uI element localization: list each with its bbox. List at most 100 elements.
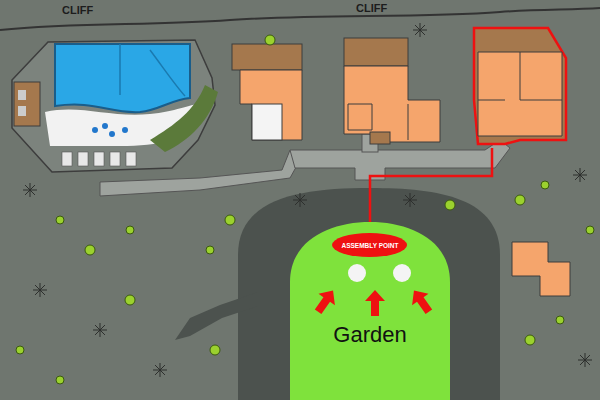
drawing-part xyxy=(580,170,585,175)
pool-deck xyxy=(12,40,215,172)
bush xyxy=(586,226,594,234)
drawing-part xyxy=(40,285,45,290)
drawing-part xyxy=(30,190,35,195)
node-text: Garden xyxy=(333,322,406,348)
palm-tree xyxy=(578,353,592,367)
drawing-part xyxy=(410,195,415,200)
palm-tree xyxy=(403,193,417,207)
tree-marker xyxy=(348,264,366,282)
drawing-part xyxy=(420,25,425,30)
drawing-part xyxy=(580,360,585,365)
bush xyxy=(556,316,564,324)
drawing-part xyxy=(155,365,160,370)
drawing-part xyxy=(575,175,580,180)
roof xyxy=(344,38,408,66)
direction-arrow xyxy=(310,285,341,318)
walkway xyxy=(290,140,510,180)
drawing-part xyxy=(300,195,305,200)
lawn xyxy=(290,222,450,400)
drawing-part xyxy=(95,325,100,330)
direction-arrow xyxy=(406,285,437,318)
walkway xyxy=(100,150,300,196)
bush xyxy=(85,245,95,255)
drawing-part xyxy=(102,123,108,129)
bush xyxy=(206,246,214,254)
palm-tree xyxy=(413,23,427,37)
drawing-part xyxy=(410,200,415,205)
bush xyxy=(541,181,549,189)
drawing-part xyxy=(580,175,585,180)
swimming-pool xyxy=(55,44,190,112)
palm-tree xyxy=(293,193,307,207)
drawing-part xyxy=(92,127,98,133)
drawing-part xyxy=(585,360,590,365)
bush xyxy=(126,226,134,234)
drawing-part xyxy=(25,185,30,190)
lounger-row xyxy=(62,152,136,166)
palm-tree xyxy=(93,323,107,337)
drawing-part xyxy=(160,365,165,370)
bush xyxy=(515,195,525,205)
drawing-part xyxy=(109,131,115,137)
bush xyxy=(265,35,275,45)
room-wall xyxy=(478,52,562,100)
highlighted-villa xyxy=(474,28,566,144)
path-branch xyxy=(175,292,258,340)
assembly-point: ASSEMBLY POINT xyxy=(332,233,407,257)
cliff-label: CLIFF xyxy=(356,2,387,14)
drawing-part xyxy=(78,152,88,166)
bush xyxy=(525,335,535,345)
drawing-part xyxy=(575,170,580,175)
drawing-part xyxy=(40,290,45,295)
drawing-part xyxy=(35,285,40,290)
bush xyxy=(125,295,135,305)
drawing-part xyxy=(405,195,410,200)
drawing-part xyxy=(160,370,165,375)
drawing-part xyxy=(100,330,105,335)
drawing-part xyxy=(25,190,30,195)
palm-tree xyxy=(573,168,587,182)
cliff-label: CLIFF xyxy=(62,4,93,16)
outbuilding xyxy=(512,242,570,296)
sundeck xyxy=(14,82,40,126)
lounger xyxy=(18,106,26,116)
drawing-part xyxy=(585,355,590,360)
drawing-part xyxy=(420,30,425,35)
direction-arrow xyxy=(365,290,385,316)
drawing-part xyxy=(110,152,120,166)
bush xyxy=(225,215,235,225)
villa xyxy=(478,52,562,136)
drawing-part xyxy=(122,127,128,133)
bush xyxy=(210,345,220,355)
drawing-part xyxy=(95,330,100,335)
drawing-part xyxy=(126,152,136,166)
drawing-part xyxy=(62,152,72,166)
lounger xyxy=(18,90,26,100)
drawing-part xyxy=(300,200,305,205)
drawing-part xyxy=(35,290,40,295)
drawing-part xyxy=(580,355,585,360)
villa xyxy=(344,66,440,142)
node-text: ASSEMBLY POINT xyxy=(341,242,398,249)
drawing-part xyxy=(30,185,35,190)
garden-area: Garden ASSEMBLY POINT xyxy=(290,222,450,400)
tree-marker xyxy=(393,264,411,282)
drawing-part xyxy=(100,325,105,330)
pool-chairs xyxy=(92,123,128,137)
drawing-part xyxy=(415,30,420,35)
bush xyxy=(56,216,64,224)
drawing-part xyxy=(295,195,300,200)
evacuation-route xyxy=(370,148,492,230)
palm-tree xyxy=(33,283,47,297)
planting-bed xyxy=(150,85,218,152)
pool-lane xyxy=(120,44,185,96)
roof xyxy=(232,44,302,70)
drawing-part xyxy=(94,152,104,166)
bush xyxy=(56,376,64,384)
drawing-part xyxy=(405,200,410,205)
drawing-part xyxy=(155,370,160,375)
drawing-part xyxy=(415,25,420,30)
palm-tree xyxy=(153,363,167,377)
